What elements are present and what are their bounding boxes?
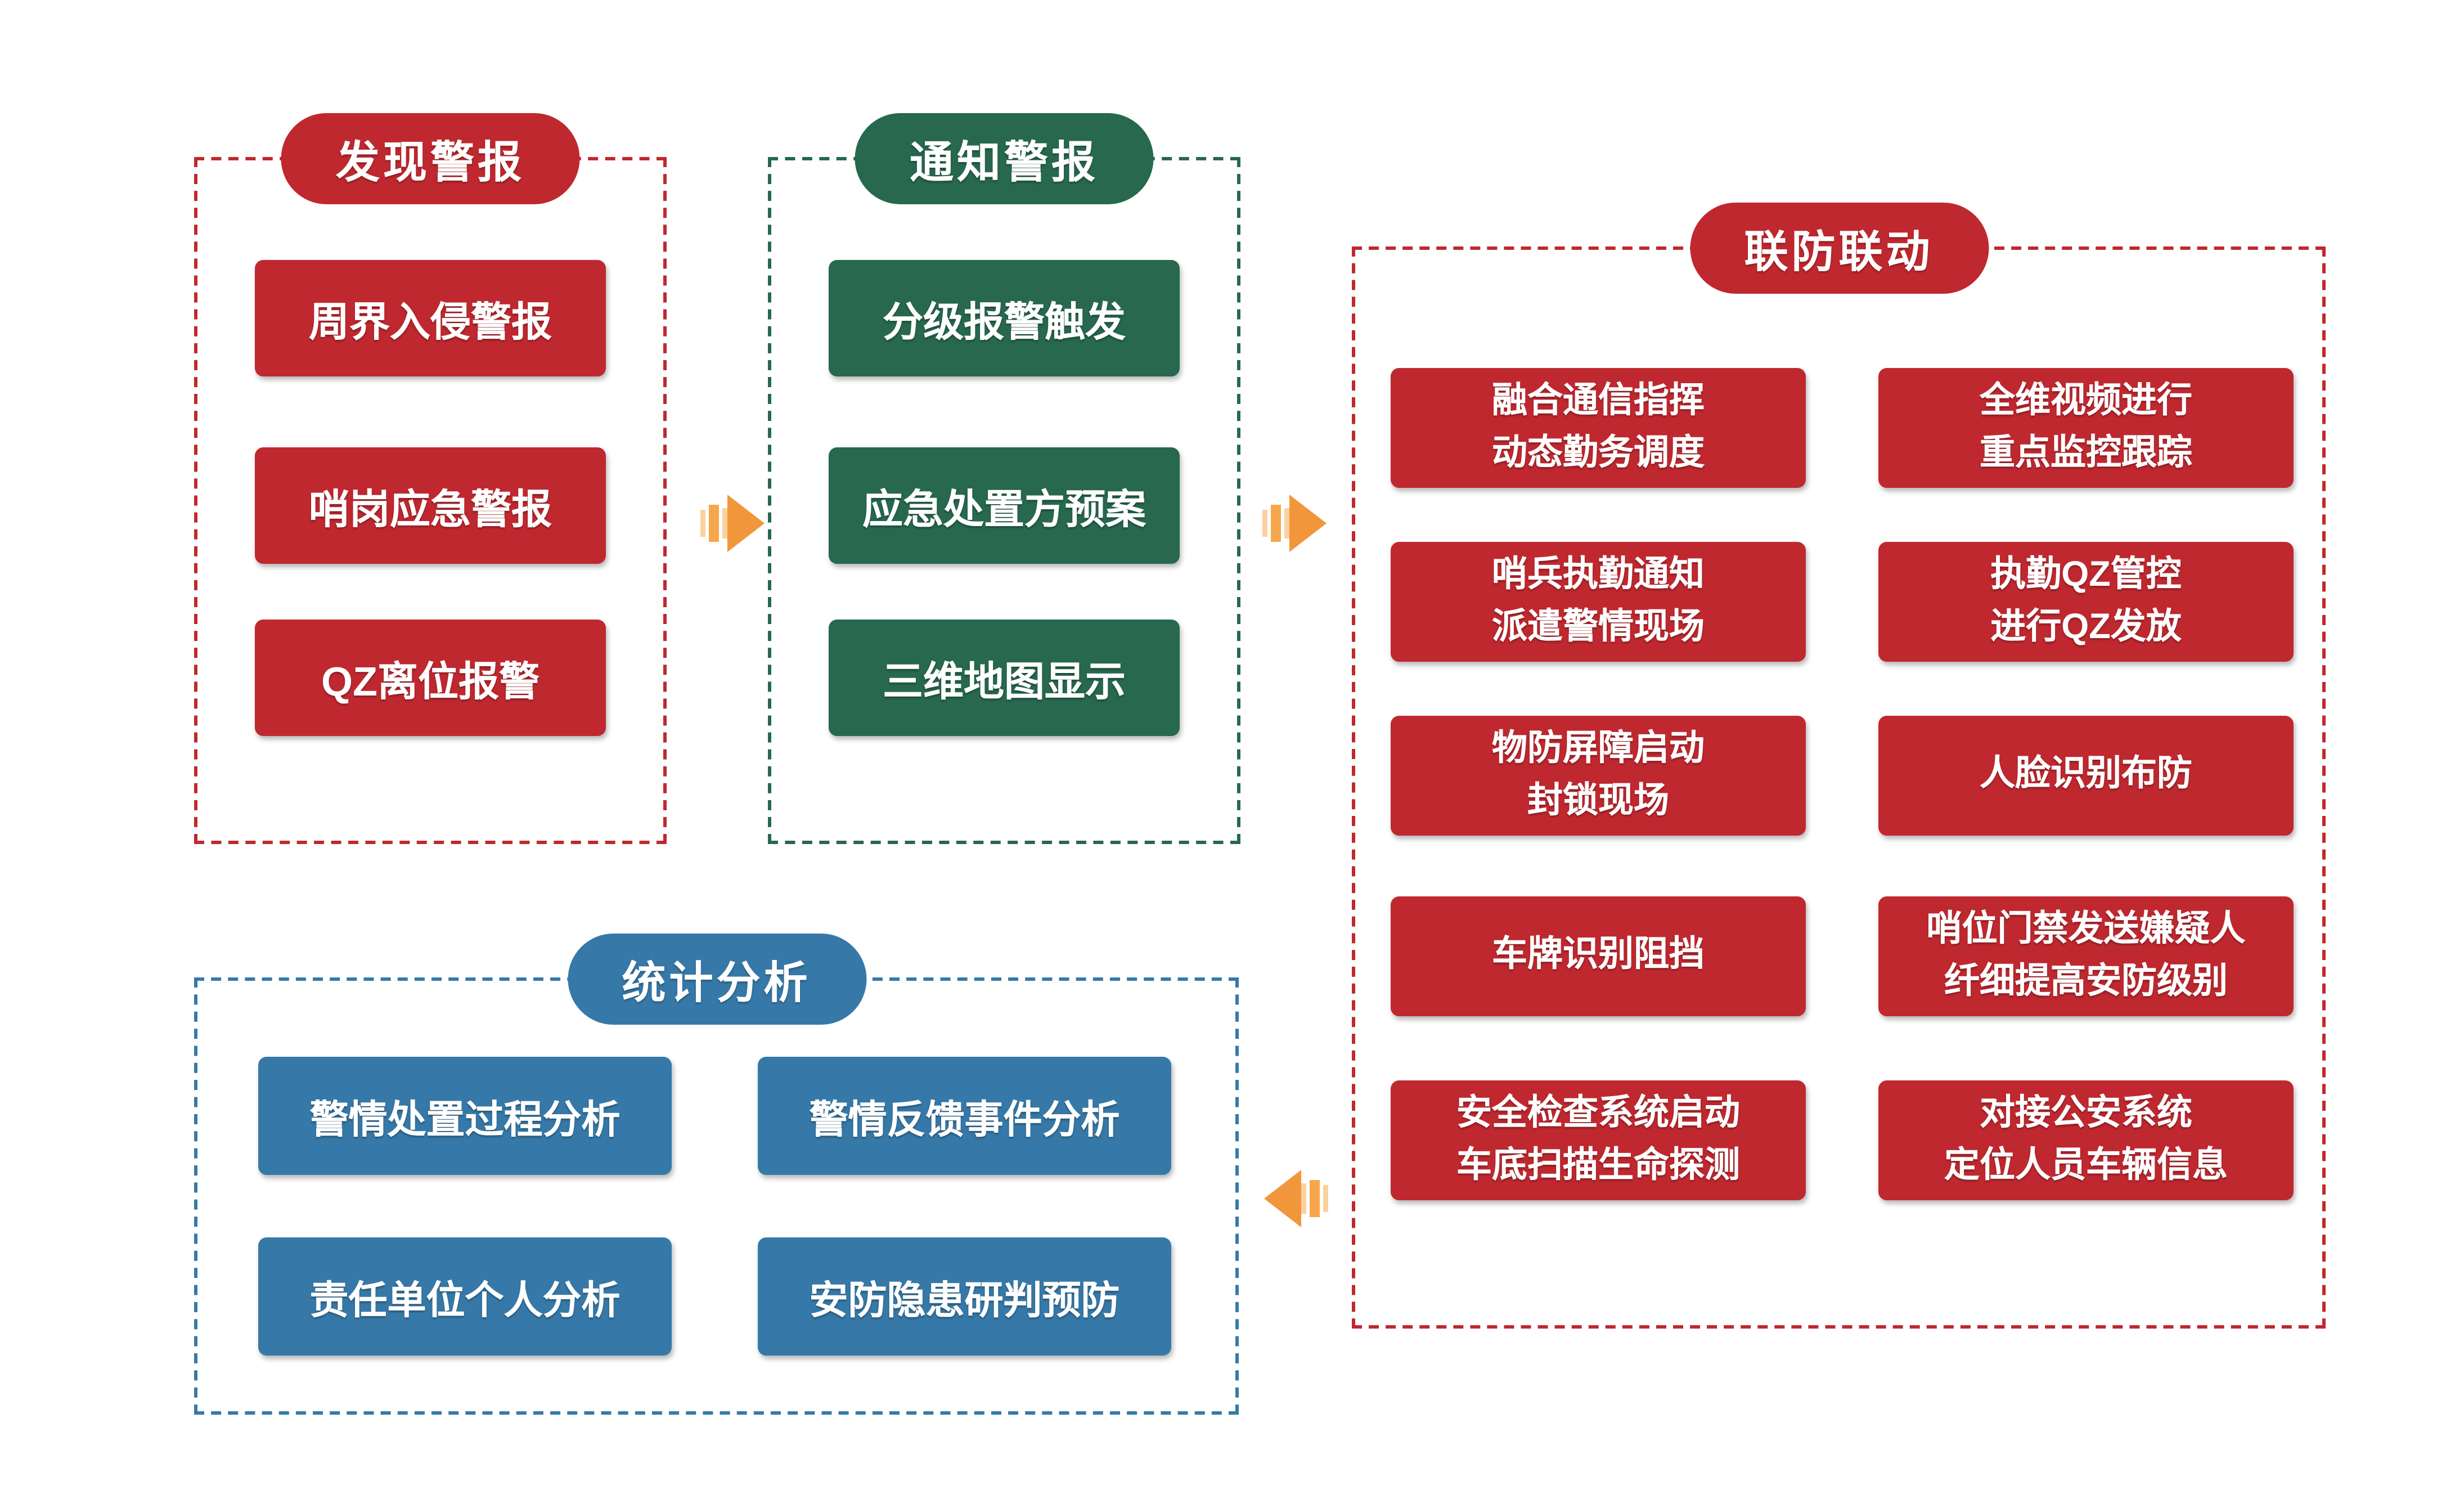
panel-joint-defense-linkage: 联防联动 融合通信指挥 动态勤务调度 全维视频进行 重点监控跟踪 哨兵执勤通知 … <box>1352 203 2326 1329</box>
node-label: 应急处置方预案 <box>862 488 1146 533</box>
node-face-recognition-deploy: 人脸识别布防 <box>1878 716 2294 836</box>
panel-discover-title-pill: 发现警报 <box>281 113 580 204</box>
node-hidden-danger-prediction: 安防隐患研判预防 <box>758 1237 1171 1356</box>
node-security-check-life-detect: 安全检查系统启动 车底扫描生命探测 <box>1391 1080 1806 1200</box>
node-alarm-feedback-analysis: 警情反馈事件分析 <box>758 1057 1171 1175</box>
panel-notify-title-pill: 通知警报 <box>855 113 1154 204</box>
node-label-line1: 安全检查系统启动 <box>1456 1094 1740 1133</box>
panel-stats-title: 统计分析 <box>622 956 811 1007</box>
node-sentry-duty-dispatch: 哨兵执勤通知 派遣警情现场 <box>1391 542 1806 662</box>
node-label-line1: 对接公安系统 <box>1980 1094 2192 1133</box>
node-label-line2: 进行QZ发放 <box>1990 607 2182 646</box>
node-label-line2: 定位人员车辆信息 <box>1944 1145 2228 1185</box>
node-qz-offposition-alarm: QZ离位报警 <box>255 620 606 736</box>
node-alarm-process-analysis: 警情处置过程分析 <box>258 1057 672 1175</box>
node-label: 警情反馈事件分析 <box>809 1097 1120 1141</box>
flow-arrow-left-linkage-to-stats <box>1264 1170 1328 1227</box>
node-fusion-comm-dispatch: 融合通信指挥 动态勤务调度 <box>1391 368 1806 488</box>
node-label-line2: 动态勤务调度 <box>1492 433 1705 472</box>
panel-linkage-title-pill: 联防联动 <box>1689 203 1988 294</box>
node-label-line2: 车底扫描生命探测 <box>1456 1145 1740 1185</box>
node-access-suspect-alert: 哨位门禁发送嫌疑人 纤细提高安防级别 <box>1878 896 2294 1016</box>
node-label: 哨岗应急警报 <box>309 488 552 533</box>
node-label-line1: 车牌识别阻挡 <box>1492 935 1705 975</box>
node-label-line1: 哨兵执勤通知 <box>1492 555 1705 595</box>
node-3d-map-display: 三维地图显示 <box>829 620 1180 736</box>
panel-discover-title: 发现警报 <box>335 136 525 187</box>
node-label: 安防隐患研判预防 <box>809 1278 1120 1322</box>
flow-arrow-right-notify-to-linkage <box>1262 495 1327 552</box>
node-label-line2: 纤细提高安防级别 <box>1944 961 2228 1001</box>
node-perimeter-intrusion-alarm: 周界入侵警报 <box>255 260 606 376</box>
node-label-line2: 派遣警情现场 <box>1492 607 1705 646</box>
node-label-line2: 重点监控跟踪 <box>1980 433 2192 472</box>
node-emergency-response-plan: 应急处置方预案 <box>829 447 1180 564</box>
flow-arrow-right-discover-to-notify <box>700 495 765 552</box>
node-sentry-post-emergency-alarm: 哨岗应急警报 <box>255 447 606 564</box>
node-label-line1: 全维视频进行 <box>1980 382 2192 421</box>
node-label-line1: 人脸识别布防 <box>1980 755 2192 794</box>
node-label-line2: 封锁现场 <box>1527 780 1669 820</box>
panel-discover-alarm: 发现警报 周界入侵警报 哨岗应急警报 QZ离位报警 <box>194 113 667 844</box>
node-qz-control-issue: 执勤QZ管控 进行QZ发放 <box>1878 542 2294 662</box>
node-label: 分级报警触发 <box>883 300 1126 346</box>
node-label-line1: 哨位门禁发送嫌疑人 <box>1926 910 2246 949</box>
panel-stats-title-pill: 统计分析 <box>567 934 866 1025</box>
node-plate-recognition-block: 车牌识别阻挡 <box>1391 896 1806 1016</box>
node-label-line1: 融合通信指挥 <box>1492 382 1705 421</box>
node-responsible-unit-person-analysis: 责任单位个人分析 <box>258 1237 672 1356</box>
node-label: QZ离位报警 <box>321 660 539 706</box>
node-label-line1: 执勤QZ管控 <box>1990 555 2182 595</box>
node-video-key-tracking: 全维视频进行 重点监控跟踪 <box>1878 368 2294 488</box>
panel-notify-alarm: 通知警报 分级报警触发 应急处置方预案 三维地图显示 <box>768 113 1240 844</box>
node-police-system-link: 对接公安系统 定位人员车辆信息 <box>1878 1080 2294 1200</box>
node-label: 周界入侵警报 <box>309 300 552 346</box>
panel-linkage-title: 联防联动 <box>1744 225 1934 276</box>
node-label-line1: 物防屏障启动 <box>1492 729 1705 769</box>
node-physical-barrier-lockdown: 物防屏障启动 封锁现场 <box>1391 716 1806 836</box>
node-label: 责任单位个人分析 <box>309 1278 621 1322</box>
node-label: 警情处置过程分析 <box>309 1097 621 1141</box>
node-graded-alarm-trigger: 分级报警触发 <box>829 260 1180 376</box>
panel-notify-title: 通知警报 <box>909 136 1099 187</box>
node-label: 三维地图显示 <box>883 660 1126 706</box>
panel-statistical-analysis: 统计分析 警情处置过程分析 警情反馈事件分析 责任单位个人分析 安防隐患研判预防 <box>194 934 1239 1415</box>
